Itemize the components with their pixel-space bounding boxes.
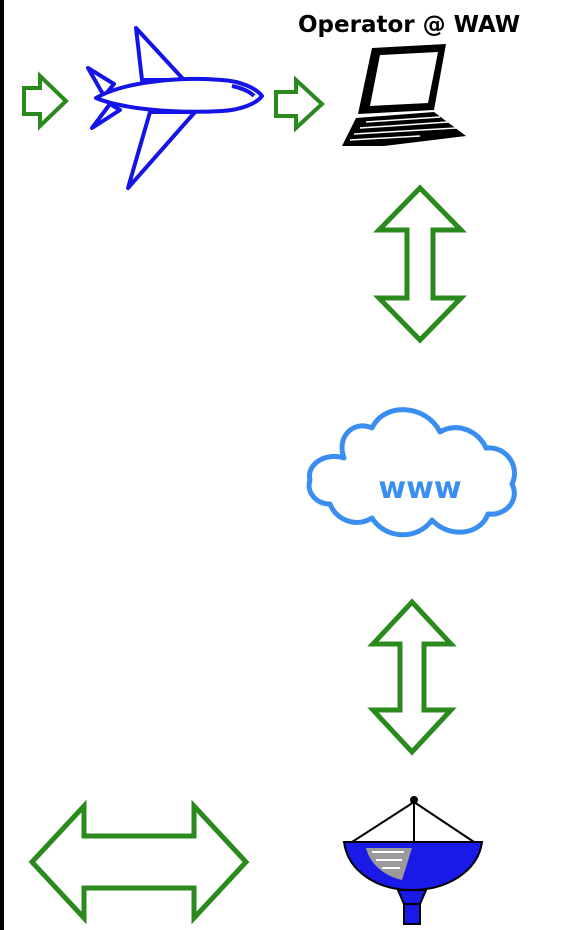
satellite-dish-icon [342,796,484,925]
arrow-right-icon [22,71,69,131]
airplane-icon [86,26,264,190]
arrow-right-icon [274,75,325,133]
arrow-up-down-icon [367,598,457,756]
operator-label: Operator @ WAW [298,12,520,38]
arrow-left-right-icon [28,799,250,925]
laptop-icon [342,44,466,146]
cloud-icon: www [306,407,517,538]
cloud-label: www [378,471,461,506]
arrow-up-down-icon [373,184,467,344]
left-border-line [0,0,4,930]
